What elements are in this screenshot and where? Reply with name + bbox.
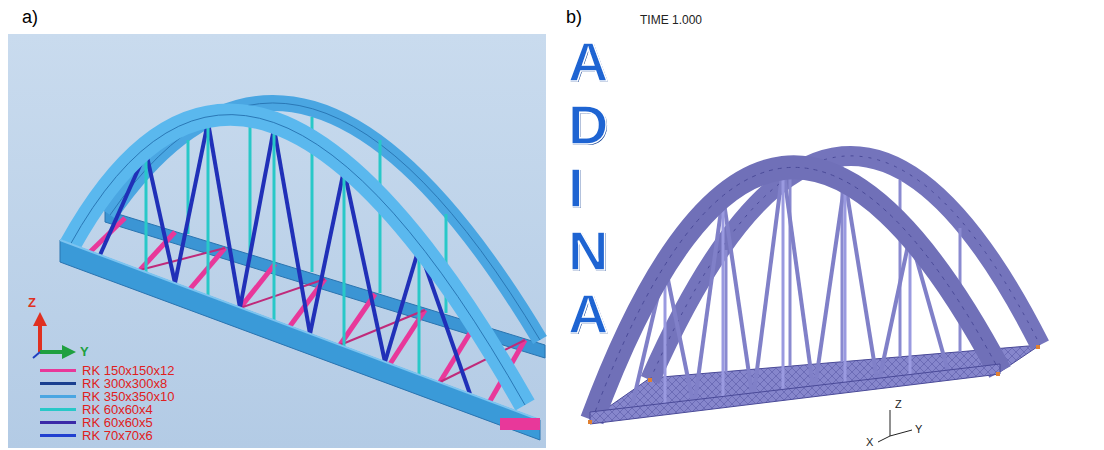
watermark-letter: N	[568, 223, 608, 279]
panel-label: a)	[22, 8, 38, 28]
legend-text: RK 60x60x5	[82, 416, 153, 429]
legend-line	[40, 408, 76, 411]
legend-text: RK 60x60x4	[82, 403, 153, 416]
axis-label: Y	[80, 345, 89, 359]
legend-text: RK 300x300x8	[82, 377, 167, 390]
watermark-letter: A	[568, 286, 608, 342]
time-label: TIME 1.000	[640, 14, 702, 27]
legend-line	[40, 395, 76, 398]
axis-label: Y	[915, 423, 922, 435]
legend-line	[40, 434, 76, 437]
legend-text: RK 70x70x6	[82, 429, 153, 442]
legend-text: RK 150x150x12	[82, 364, 175, 377]
watermark-letter: I	[568, 160, 584, 216]
legend-line	[40, 421, 76, 424]
legend-line	[40, 382, 76, 385]
watermark-letter: A	[568, 34, 608, 90]
axis-label: Z	[895, 398, 902, 410]
axis-label: Z	[28, 296, 36, 310]
panel-label: b)	[566, 8, 582, 28]
axis-label: X	[866, 436, 873, 448]
legend-text: RK 350x350x10	[82, 390, 175, 403]
watermark-letter: D	[568, 97, 608, 153]
legend-line	[40, 369, 76, 372]
